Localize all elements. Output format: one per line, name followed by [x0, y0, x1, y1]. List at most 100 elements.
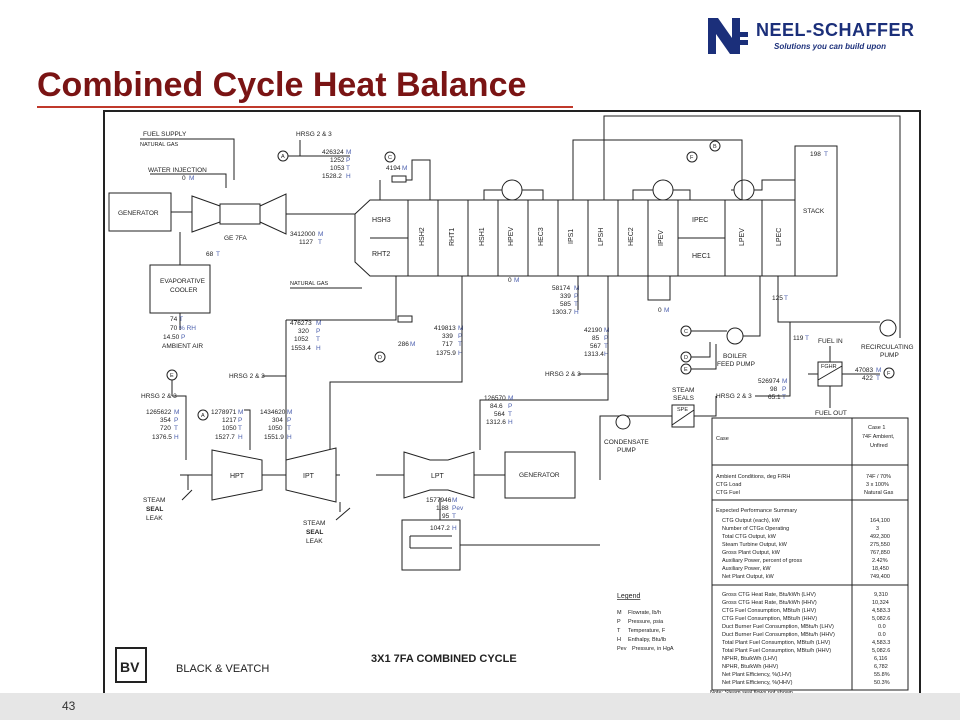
hp-drum	[501, 179, 523, 201]
gas-turbine-expander	[259, 193, 287, 235]
svg-text:0.0: 0.0	[878, 632, 886, 638]
gt-exhaust-m: 3412000	[290, 231, 316, 238]
lpt-in-t: 564	[494, 411, 505, 418]
svg-text:M: M	[604, 327, 609, 334]
spe-label: SPE	[677, 407, 688, 413]
svg-text:T: T	[287, 425, 291, 432]
svg-text:M: M	[452, 497, 457, 504]
steam-seals-label: STEAM	[672, 387, 694, 394]
hrsg-hsh2: HSH2	[419, 227, 426, 246]
svg-text:5,082.6: 5,082.6	[872, 616, 890, 622]
svg-text:CTG Fuel: CTG Fuel	[716, 490, 740, 496]
top-p: 1252	[330, 157, 345, 164]
svg-text:H: H	[574, 309, 579, 316]
hrsg-hec1: HEC1	[692, 253, 711, 260]
fuel-gas-t: 422	[862, 375, 873, 382]
svg-text:Pev: Pev	[617, 646, 627, 652]
ip-drum	[652, 179, 674, 201]
gt-generator-label: GENERATOR	[118, 210, 159, 217]
svg-text:A: A	[281, 154, 285, 160]
hrsg-lpev: LPEV	[739, 228, 746, 246]
svg-text:D: D	[684, 355, 688, 361]
case-table	[711, 417, 909, 691]
ipt-in-t: 1050	[268, 425, 283, 432]
hrsg-ipec: IPEC	[692, 217, 708, 224]
cond-m: 526974	[758, 378, 780, 385]
svg-text:P: P	[316, 328, 320, 335]
hrsg-lpec: LPEC	[776, 228, 783, 246]
rht-m: 476273	[290, 320, 312, 327]
svg-text:Gross CTG Heat Rate, Btu/kWh (: Gross CTG Heat Rate, Btu/kWh (LHV)	[722, 592, 816, 598]
neel-schaffer-logo-mark	[708, 18, 748, 54]
hrsg23-mid2-label: HRSG 2 & 3	[545, 371, 581, 378]
cond-p: 98	[770, 386, 778, 393]
lpt-out-t: 95	[442, 513, 450, 520]
hrsg-hsh3: HSH3	[372, 217, 391, 224]
svg-text:E: E	[684, 367, 688, 373]
rht-p: 320	[298, 328, 309, 335]
hpt-turbine	[211, 449, 263, 501]
company-label: BLACK & VEATCH	[176, 663, 269, 675]
condenser-box	[401, 519, 461, 571]
evaporative-cooler-box	[149, 264, 211, 314]
svg-text:Auxiliary Power, percent of gr: Auxiliary Power, percent of gross	[722, 558, 802, 564]
svg-text:Flowrate, lb/h: Flowrate, lb/h	[628, 610, 661, 616]
water-injection-value: 0	[182, 175, 186, 182]
ipt-in-m: 1434620	[260, 409, 286, 416]
slide-title: Combined Cycle Heat Balance	[37, 66, 527, 104]
page-number: 43	[62, 699, 76, 713]
hrsg-hec2: HEC2	[628, 227, 635, 246]
case-value-3: Unfired	[870, 443, 888, 449]
svg-text:T: T	[876, 375, 880, 382]
case-value-2: 74F Ambient,	[862, 434, 895, 440]
svg-text:T: T	[604, 343, 608, 350]
svg-text:M: M	[189, 175, 194, 182]
marker-b-top	[709, 140, 721, 152]
svg-text:3: 3	[876, 526, 879, 532]
svg-text:Temperature, F: Temperature, F	[628, 628, 666, 634]
hpt-in-h: 1376.5	[152, 434, 172, 441]
svg-text:F: F	[887, 371, 891, 377]
lpt-label: LPT	[431, 473, 445, 480]
svg-text:P: P	[346, 157, 350, 164]
svg-text:492,300: 492,300	[870, 534, 890, 540]
stack-box	[794, 145, 838, 277]
svg-text:M: M	[574, 285, 579, 292]
lpt-in-m: 126570	[484, 395, 506, 402]
svg-text:H: H	[174, 434, 179, 441]
svg-text:2.42%: 2.42%	[872, 558, 888, 564]
svg-text:P: P	[617, 619, 621, 625]
svg-text:767,850: 767,850	[870, 550, 890, 556]
stack-label: STACK	[803, 208, 825, 215]
svg-text:M: M	[346, 149, 351, 156]
lpt-turbine	[403, 451, 475, 499]
svg-text:COOLER: COOLER	[170, 287, 198, 294]
svg-text:% RH: % RH	[179, 325, 196, 332]
svg-text:M: M	[617, 610, 622, 616]
svg-text:P: P	[174, 417, 178, 424]
hrsg-rht2: RHT2	[372, 251, 390, 258]
top-m: 426324	[322, 149, 344, 156]
svg-text:Natural Gas: Natural Gas	[864, 490, 894, 496]
svg-text:H: H	[316, 345, 321, 352]
st-generator-label: GENERATOR	[519, 472, 560, 479]
hrsg-ipev: IPEV	[658, 230, 665, 246]
svg-text:Pressure, in HgA: Pressure, in HgA	[632, 646, 674, 652]
duct-natural-gas-label: NATURAL GAS	[290, 281, 329, 287]
svg-text:B: B	[713, 144, 717, 150]
svg-text:T: T	[782, 394, 786, 401]
svg-text:M: M	[316, 320, 321, 327]
val-119: 119	[793, 335, 804, 342]
ipt-in-h: 1551.9	[264, 434, 284, 441]
marker-f-top	[686, 151, 698, 163]
svg-text:50.3%: 50.3%	[874, 680, 890, 686]
svg-text:H: H	[508, 419, 513, 426]
ambient-t: 74	[170, 316, 178, 323]
hrsg23-left-label: HRSG 2 & 3	[141, 393, 177, 400]
svg-text:Pev: Pev	[452, 505, 464, 512]
svg-text:C: C	[388, 155, 392, 161]
svg-text:T: T	[617, 628, 621, 634]
svg-text:M: M	[782, 378, 787, 385]
top-t: 1053	[330, 165, 345, 172]
